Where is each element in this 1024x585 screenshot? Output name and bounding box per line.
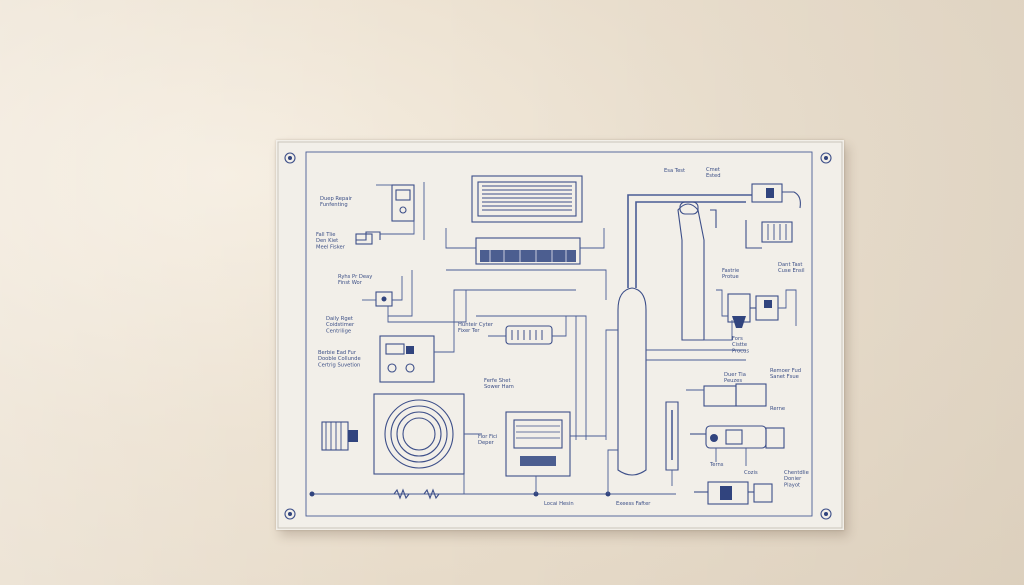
- sensor-probe-icon: [694, 481, 773, 505]
- filter-drier-icon: [665, 383, 767, 486]
- refrigerant-tank-icon: [605, 194, 752, 476]
- valve-assembly-icon: [745, 220, 793, 249]
- diagram-label: Esa Test: [664, 168, 685, 174]
- corner-screw-icon: [820, 152, 832, 164]
- solenoid-valve-icon: [690, 425, 785, 466]
- pipe-fitting-icon: [751, 183, 801, 209]
- diagram-border: [305, 151, 813, 517]
- corner-screw-icon: [284, 508, 296, 520]
- condenser-fan-icon: [321, 393, 482, 475]
- diagram-label: Terns: [709, 462, 724, 468]
- diagram-label: Rerne: [770, 406, 785, 412]
- ground-bus-line: [309, 449, 676, 500]
- diagram-label: Locai Hesin: [544, 501, 574, 507]
- indoor-ac-unit-icon: [445, 175, 605, 265]
- corner-screw-icon: [284, 152, 296, 164]
- furnace-unit-icon: [505, 411, 606, 477]
- control-panel-icon: [379, 289, 576, 383]
- diagram-label: Exeess Fafter: [616, 501, 651, 507]
- thermostat-icon: [355, 182, 425, 245]
- corner-screw-icon: [820, 508, 832, 520]
- relay-switch-icon: [362, 270, 413, 317]
- compressor-cylinder-icon: [677, 201, 733, 341]
- diagram-label: Cozis: [744, 470, 758, 476]
- expansion-valve-icon: [716, 289, 797, 328]
